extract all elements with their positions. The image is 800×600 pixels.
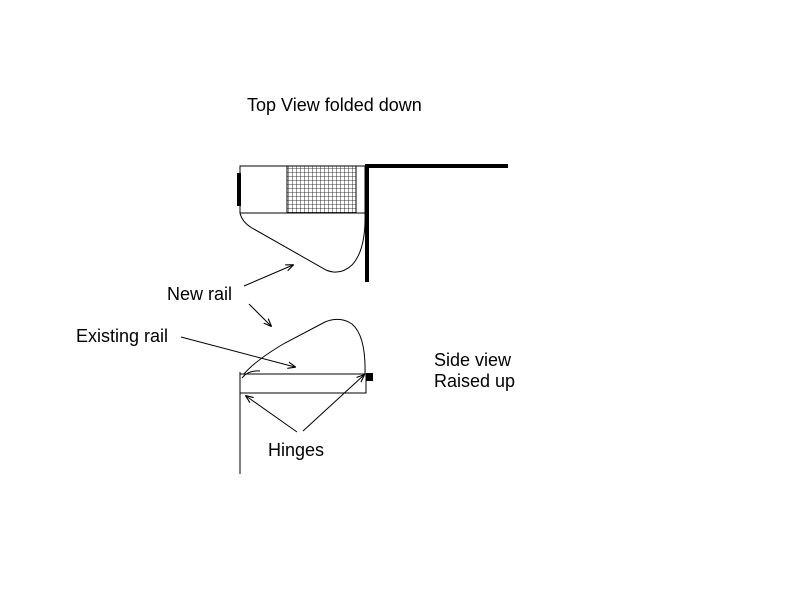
arrow-new-rail-side	[248, 303, 271, 326]
left-hinge-arc	[241, 370, 261, 379]
hinges-label: Hinges	[268, 440, 325, 460]
arrow-new-rail-top	[243, 265, 293, 287]
new-rail-label: New rail	[167, 284, 233, 304]
wall-corner	[365, 164, 508, 282]
mesh-panel	[286, 165, 357, 214]
raised-up-label: Raised up	[434, 371, 516, 391]
existing-rail-label: Existing rail	[76, 326, 169, 346]
new-rail-top-view	[239, 212, 366, 273]
arrow-hinge-right	[302, 375, 364, 432]
arrow-hinge-left	[246, 396, 298, 433]
top-view-label: Top View folded down	[247, 95, 422, 115]
handle-bar	[237, 173, 241, 206]
annotation-arrows	[180, 265, 364, 433]
top-view-figure	[237, 164, 508, 282]
hinge-block	[366, 373, 373, 381]
side-view-label: Side view	[434, 350, 512, 370]
shelf-rectangle	[239, 373, 367, 394]
arrow-existing-rail	[180, 336, 295, 367]
new-rail-side-view	[243, 318, 366, 375]
